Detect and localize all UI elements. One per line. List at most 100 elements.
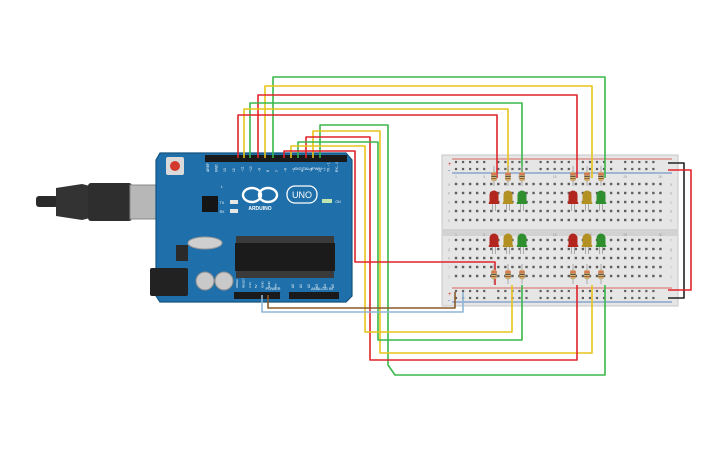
wire-red-right [668, 169, 692, 291]
digital-pin-label: AREF [206, 163, 210, 172]
digital-pin-label: 12 [232, 168, 236, 172]
wire-yellow-mid [243, 108, 509, 178]
analog-pin-label: A4 [323, 284, 327, 288]
usb-cable [36, 183, 163, 221]
leds [488, 190, 607, 254]
row-letter: b [670, 191, 672, 195]
row-letter: j [670, 274, 672, 278]
wire-blue-5v [261, 292, 464, 313]
digital-pin-label: 8 [266, 170, 270, 172]
resistor [519, 166, 525, 186]
row-letter: d [670, 209, 672, 213]
analog-pin-label: A3 [315, 284, 319, 288]
row-letter: e [448, 218, 450, 222]
power-pin-label: Vin [273, 283, 277, 288]
resistor [584, 166, 590, 186]
resistor [570, 264, 576, 284]
resistor [584, 264, 590, 284]
wire-black-top [668, 162, 685, 299]
resistor [491, 166, 497, 186]
digital-header-label: DIGITAL (PWM~) [295, 166, 327, 171]
wire-red-low [305, 136, 578, 361]
resistor [491, 264, 497, 284]
analog-pin-label: A2 [307, 284, 311, 288]
power-pin-label: GND [267, 281, 271, 289]
row-letter: f [449, 238, 450, 242]
resistor [598, 264, 604, 284]
rail-minus-top: - [448, 168, 450, 174]
led [567, 190, 579, 211]
wire-green-top [272, 76, 606, 178]
row-letter: c [670, 200, 672, 204]
wire-yellow-lower [290, 145, 513, 333]
row-letter: g [448, 247, 450, 251]
rail-plus-bottom: + [448, 292, 452, 298]
atmega-chip [235, 243, 335, 271]
column-number: 1 [455, 233, 457, 237]
digital-header [205, 155, 347, 162]
brand-label: ARDUINO [248, 206, 271, 212]
row-letter: g [670, 247, 672, 251]
led [581, 190, 593, 211]
breadboard[interactable]: + - + - 115510101515202025253030 aabbccd… [441, 154, 679, 307]
row-letter: a [448, 182, 450, 186]
analog-pin-label: A5 [331, 284, 335, 288]
digital-pin-label: 13 [223, 168, 227, 172]
resistor [598, 166, 604, 186]
power-jack [150, 268, 188, 296]
power-header-label: POWER [265, 286, 280, 291]
wire-brown-gnd [267, 292, 456, 309]
wire-yellow-top [264, 85, 593, 178]
tx-label: TX [220, 201, 225, 205]
digital-pin-label: RX←0 [335, 162, 339, 172]
row-letter: i [449, 265, 450, 269]
digital-pin-label: 7 [275, 170, 279, 172]
power-pin-label: 3.3V [248, 282, 252, 288]
resistor [519, 264, 525, 284]
digital-pin-label: ~10 [249, 166, 253, 172]
l-label: L [221, 185, 223, 189]
power-pin-label: GND [261, 281, 265, 289]
resistor [505, 166, 511, 186]
breadboard-holes [454, 160, 662, 300]
digital-pin-label: 2 [318, 170, 322, 172]
row-letter: b [448, 191, 450, 195]
row-letter: a [670, 182, 672, 186]
led [581, 233, 593, 254]
wires [237, 76, 692, 376]
column-number: 15 [553, 175, 557, 179]
column-number: 15 [553, 233, 557, 237]
column-number: 5 [483, 233, 485, 237]
arduino-board[interactable]: ARDUINO UNO DIGITAL (PWM~) POWER ANALOG … [150, 152, 353, 303]
led [516, 190, 528, 211]
led [516, 233, 528, 254]
digital-pin-label: ~9 [258, 168, 262, 172]
wire-red-lower [283, 150, 496, 285]
power-pin-label: RESET [241, 278, 245, 288]
rail-plus-top: + [448, 162, 452, 168]
led [502, 233, 514, 254]
on-label: ON [335, 200, 341, 204]
digital-pin-label: TX→1 [326, 162, 330, 172]
power-pin-label: 5V [254, 284, 258, 288]
resistors [491, 166, 604, 284]
model-label: UNO [292, 190, 312, 200]
column-number: 20 [588, 175, 592, 179]
column-number: 5 [483, 175, 485, 179]
power-pin-label: IOREF [235, 279, 239, 288]
digital-pin-label: 4 [301, 170, 305, 172]
rail-minus-bottom: - [448, 298, 450, 304]
column-number: 30 [658, 233, 662, 237]
digital-pin-label: ~6 [283, 168, 287, 172]
row-letter: d [448, 209, 450, 213]
column-number: 25 [623, 233, 627, 237]
led [595, 190, 607, 211]
led [567, 233, 579, 254]
analog-pin-label: A1 [299, 284, 303, 288]
power-header [234, 292, 280, 299]
row-letter: e [670, 218, 672, 222]
